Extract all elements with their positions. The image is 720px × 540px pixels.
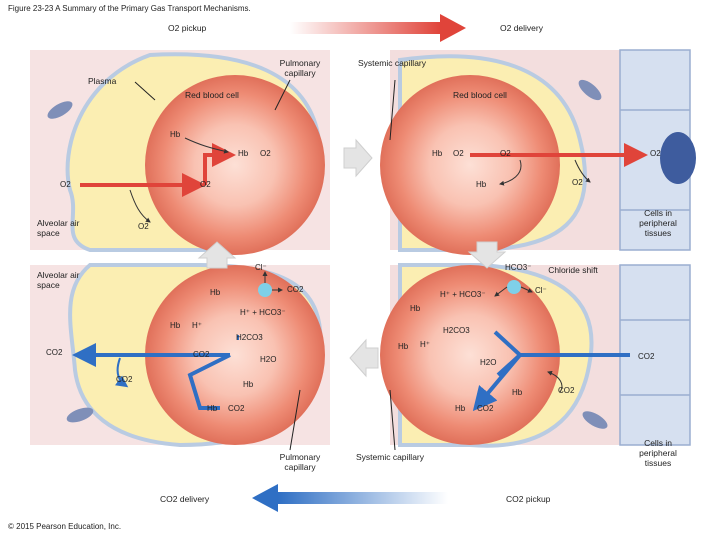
h-plus-label: H⁺: [420, 340, 430, 349]
o2-pickup-label: O2 pickup: [168, 23, 207, 33]
alveolar-air-space-label-bottom: Alveolar air space: [37, 270, 80, 290]
transition-arrow: [349, 338, 379, 378]
red-blood-cell: [380, 75, 560, 255]
co2-label: CO2: [116, 375, 133, 384]
hb-label: Hb: [398, 342, 409, 351]
co2-direction-arrow: [252, 484, 448, 512]
h2o-label: H2O: [260, 355, 277, 364]
endothelial-nucleus: [582, 411, 608, 429]
o2-label: O2: [650, 149, 661, 158]
endothelial-nucleus: [578, 79, 602, 101]
o2-label: O2: [138, 222, 149, 231]
red-blood-cell: [145, 265, 325, 445]
o2-delivery-label: O2 delivery: [500, 23, 543, 33]
pointer-line: [289, 389, 301, 451]
carbonic-anhydrase-marker: [507, 280, 521, 294]
red-blood-cell: [380, 265, 560, 445]
hb-label: Hb: [410, 304, 421, 313]
h2co3-label: H2CO3: [236, 333, 263, 342]
pointer-line: [274, 79, 291, 111]
hb-label: Hb: [238, 149, 249, 158]
hco3-label: HCO3⁻: [505, 263, 532, 272]
pulmonary-capillary-label-top: Pulmonary capillary: [279, 58, 321, 78]
carbonic-anhydrase-marker: [258, 283, 272, 297]
endothelial-nucleus: [66, 407, 94, 423]
h-hco3-label: H⁺ + HCO3⁻: [440, 290, 486, 299]
o2-delivery-pathway: [470, 143, 648, 186]
peripheral-tissues-label-top: Cells in peripheral tissues: [639, 208, 677, 238]
transition-arrow: [343, 138, 373, 178]
h2co3-label: H2CO3: [443, 326, 470, 335]
pointer-line: [389, 389, 396, 451]
peripheral-tissues-label-bottom: Cells in peripheral tissues: [639, 438, 677, 468]
hb-label: Hb: [455, 404, 466, 413]
chloride-label: Cl⁻: [255, 263, 267, 272]
alveolar-air-space-label-top: Alveolar air space: [37, 218, 80, 238]
h-plus-label: H⁺: [192, 321, 202, 330]
panel-co2-pickup: [380, 263, 691, 448]
hb-label: Hb: [432, 149, 443, 158]
o2-label: O2: [500, 149, 511, 158]
co2-delivery-label: CO2 delivery: [160, 494, 210, 504]
co2-label: CO2: [228, 404, 245, 413]
h-hco3-label: H⁺ + HCO3⁻: [240, 308, 286, 317]
hb-label: Hb: [170, 130, 181, 139]
co2-label: CO2: [477, 404, 494, 413]
o2-label: O2: [453, 149, 464, 158]
pointer-line: [389, 79, 396, 141]
pointer-line: [134, 81, 156, 101]
tissue-cell-nucleus: [660, 132, 696, 184]
rbc-label-left: Red blood cell: [185, 90, 239, 100]
chloride-shift-label: Chloride shift: [548, 265, 598, 275]
co2-label: CO2: [193, 350, 210, 359]
o2-direction-arrow: [290, 14, 466, 42]
transition-arrow: [197, 241, 237, 269]
co2-pickup-pathway: [472, 280, 630, 412]
systemic-capillary-label-bottom: Systemic capillary: [355, 452, 425, 462]
co2-label: CO2: [638, 352, 655, 361]
hb-label: Hb: [170, 321, 181, 330]
figure-title: Figure 23-23 A Summary of the Primary Ga…: [8, 4, 251, 13]
pulmonary-capillary-label-bottom: Pulmonary capillary: [279, 452, 321, 472]
o2-label: O2: [260, 149, 271, 158]
o2-label: O2: [200, 180, 211, 189]
co2-label: CO2: [558, 386, 575, 395]
hco3-label: CO2: [287, 285, 304, 294]
rbc-label-right: Red blood cell: [453, 90, 507, 100]
h2o-label: H2O: [480, 358, 497, 367]
hb-label: Hb: [512, 388, 523, 397]
co2-pickup-label: CO2 pickup: [506, 494, 551, 504]
o2-label: O2: [60, 180, 71, 189]
hb-label: Hb: [243, 380, 254, 389]
hb-label: Hb: [476, 180, 487, 189]
o2-label: O2: [572, 178, 583, 187]
co2-delivery-pathway: [72, 271, 283, 410]
o2-pickup-pathway: [80, 137, 236, 223]
endothelial-nucleus: [47, 101, 73, 119]
copyright-notice: © 2015 Pearson Education, Inc.: [8, 522, 122, 531]
systemic-capillary-label-top: Systemic capillary: [357, 58, 427, 68]
red-blood-cell: [145, 75, 325, 255]
co2-label: CO2: [46, 348, 63, 357]
hb-label: Hb: [207, 404, 218, 413]
transition-arrow: [467, 241, 507, 269]
plasma-label: Plasma: [88, 76, 117, 86]
hb-label: Hb: [210, 288, 221, 297]
panel-o2-delivery: [380, 49, 696, 255]
chloride-label: Cl⁻: [535, 286, 547, 295]
